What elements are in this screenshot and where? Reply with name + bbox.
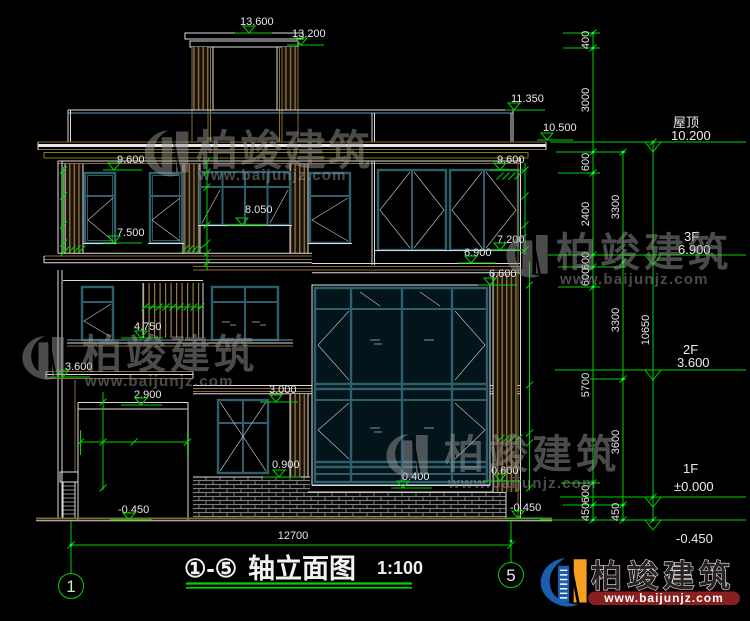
- chain-400: 400: [580, 31, 592, 49]
- level-basement-value: -0.450: [676, 531, 713, 546]
- chain-600b: 600: [580, 252, 592, 270]
- watermarks: 柏竣建筑 www.baijunjz.com 柏竣建筑 www.baijunjz.…: [21, 127, 732, 492]
- dim-11350: 11.350: [511, 93, 544, 105]
- dim-9600-left: 9.600: [117, 154, 145, 166]
- title-name: 轴立面图: [248, 553, 356, 584]
- level-3f-value: 6.900: [678, 242, 711, 257]
- chain-450a: 450: [580, 503, 592, 521]
- dim-13200: 13.200: [292, 28, 326, 40]
- dim-7500: 7.500: [117, 227, 145, 239]
- dim-3600-left: 3.600: [65, 361, 93, 373]
- brand-logo-icon: [540, 558, 587, 607]
- dim-13600: 13.600: [240, 16, 274, 28]
- watermark-brand: 柏竣建筑: [196, 127, 372, 174]
- chain-600d: 600: [580, 485, 592, 503]
- chain-3600: 3600: [610, 430, 622, 454]
- dim-2900: 2.900: [134, 389, 162, 401]
- watermark-bottom: 柏竣建筑 www.baijunjz.com: [385, 432, 620, 492]
- brand-logo-text: 柏竣建筑: [591, 559, 735, 594]
- dim-10500: 10.500: [543, 122, 577, 134]
- brand-logo: 柏竣建筑 www.baijunjz.com: [540, 558, 740, 607]
- watermark-url: www.baijunjz.com: [197, 167, 347, 184]
- dim-6600: 6.600: [489, 268, 517, 280]
- watermark-right: 柏竣建筑 www.baijunjz.com: [505, 231, 732, 288]
- chain-3300a: 3300: [610, 195, 622, 219]
- chain-3000: 3000: [580, 88, 592, 112]
- chain-600c: 600: [580, 268, 592, 286]
- axis-bubble-5-label: 5: [506, 566, 515, 585]
- axis-bubble-1: [58, 573, 84, 599]
- axis-bubble-5: [498, 562, 524, 588]
- watermark-url: www.baijunjz.com: [559, 271, 709, 288]
- level-3f-name: 3F: [684, 229, 699, 244]
- dim-9600-right: 9.600: [497, 154, 525, 166]
- level-roof-value: 10.200: [671, 128, 711, 143]
- chain-2400: 2400: [580, 202, 592, 226]
- building-structure: [36, 32, 552, 522]
- dimension-annotations: 13.600 13.200 11.350 10.500 9.600 9.600 …: [50, 16, 746, 599]
- dim-8050: 8.050: [245, 204, 273, 216]
- dim-3000: 3.000: [269, 384, 297, 396]
- chain-5700: 5700: [580, 373, 592, 397]
- dim-6900-right: 6.900: [464, 247, 492, 259]
- chain-450b: 450: [610, 503, 622, 521]
- level-1f-value: ±0.000: [674, 479, 714, 494]
- dim-neg0450-right: -0.450: [510, 502, 541, 514]
- watermark-top: 柏竣建筑 www.baijunjz.com: [143, 127, 372, 184]
- watermark-left: 柏竣建筑 www.baijunjz.com: [21, 333, 258, 390]
- watermark-url: www.baijunjz.com: [84, 373, 234, 390]
- brand-logo-ribbon: [588, 591, 740, 605]
- title-axis-range: ①-⑤: [184, 555, 237, 583]
- dim-0900: 0.900: [272, 459, 300, 471]
- level-1f-name: 1F: [683, 461, 698, 476]
- chain-3300b: 3300: [610, 308, 622, 332]
- level-roof-name: 屋顶: [673, 115, 699, 130]
- watermark-url: www.baijunjz.com: [447, 475, 597, 492]
- axis-bubble-1-label: 1: [66, 577, 75, 596]
- watermark-brand: 柏竣建筑: [82, 333, 258, 377]
- dim-12700: 12700: [278, 530, 309, 542]
- chain-600a: 600: [580, 153, 592, 171]
- chain-10650: 10650: [640, 315, 652, 346]
- level-2f-name: 2F: [683, 342, 698, 357]
- watermark-brand: 柏竣建筑: [444, 433, 620, 477]
- title-block: ①-⑤ 轴立面图 1:100: [184, 553, 423, 589]
- dim-4750: 4.750: [134, 321, 162, 333]
- title-scale: 1:100: [377, 558, 423, 578]
- watermark-brand: 柏竣建筑: [556, 231, 732, 275]
- level-2f-value: 3.600: [677, 355, 710, 370]
- brand-logo-url: www.baijunjz.com: [603, 591, 724, 605]
